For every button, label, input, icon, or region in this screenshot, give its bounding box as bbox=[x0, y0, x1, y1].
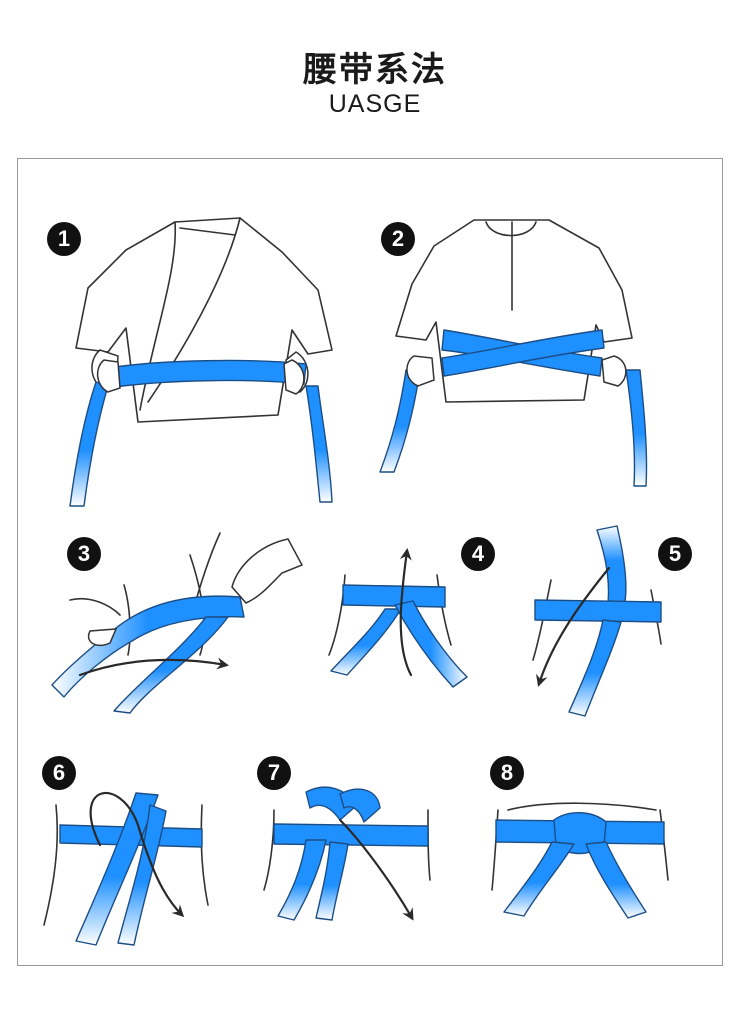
step-8-badge: 8 bbox=[490, 756, 524, 790]
step-7-badge: 7 bbox=[257, 756, 291, 790]
step-1-badge: 1 bbox=[47, 222, 81, 256]
step-7-illustration bbox=[263, 786, 431, 921]
step-8-illustration bbox=[491, 802, 669, 919]
page-title: 腰带系法 bbox=[303, 50, 447, 90]
step-3-badge: 3 bbox=[67, 537, 101, 571]
page-subtitle: UASGE bbox=[328, 90, 422, 118]
step-6-illustration bbox=[43, 791, 209, 946]
step-4-badge: 4 bbox=[461, 537, 495, 571]
step-5-illustration bbox=[532, 525, 662, 717]
step-2-illustration bbox=[379, 219, 648, 487]
step-6-badge: 6 bbox=[42, 756, 76, 790]
step-3-illustration bbox=[51, 532, 304, 714]
step-1-illustration bbox=[69, 217, 333, 507]
instruction-frame bbox=[17, 158, 723, 966]
step-2-badge: 2 bbox=[381, 222, 415, 256]
step-4-illustration bbox=[328, 548, 468, 688]
step-5-badge: 5 bbox=[658, 537, 692, 571]
